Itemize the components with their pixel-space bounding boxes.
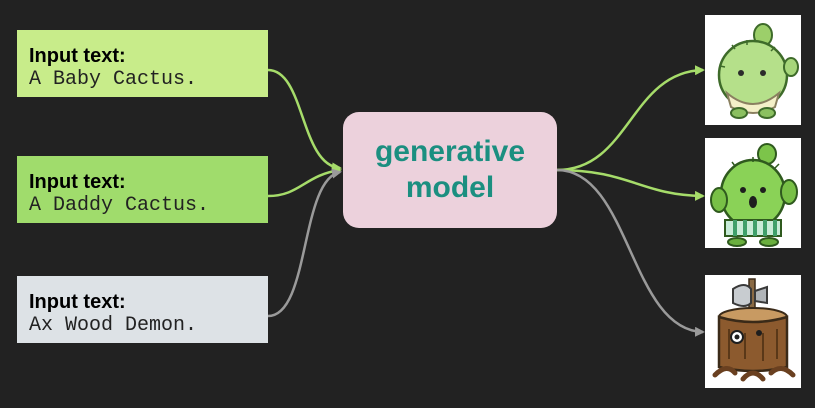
input-box-baby-cactus: Input text: A Baby Cactus. — [17, 30, 268, 97]
arrow-model-to-output1 — [556, 65, 705, 172]
output-image-daddy-cactus — [705, 138, 801, 248]
baby-cactus-sprite-icon — [705, 15, 801, 125]
input-label: Input text: — [29, 291, 126, 313]
model-label-line1: generative — [374, 135, 526, 168]
input-text: A Baby Cactus. — [29, 68, 198, 91]
output-image-ax-wood-demon — [705, 275, 801, 388]
arrow-input2-to-model — [267, 166, 342, 198]
model-label-line2: model — [405, 171, 495, 204]
output-image-baby-cactus — [705, 15, 801, 125]
input-text: A Daddy Cactus. — [29, 194, 210, 217]
input-box-daddy-cactus: Input text: A Daddy Cactus. — [17, 156, 268, 223]
input-label: Input text: — [29, 171, 126, 193]
arrow-model-to-output2 — [556, 168, 705, 201]
input-text: Ax Wood Demon. — [29, 314, 198, 337]
arrow-model-to-output3 — [556, 168, 705, 337]
wood-demon-sprite-icon — [705, 275, 801, 388]
model-label: generative model — [375, 134, 525, 206]
generative-model-box: generative model — [343, 112, 557, 228]
input-label: Input text: — [29, 45, 126, 67]
daddy-cactus-sprite-icon — [705, 138, 801, 248]
input-box-ax-wood-demon: Input text: Ax Wood Demon. — [17, 276, 268, 343]
arrow-input3-to-model — [267, 168, 342, 318]
arrow-input1-to-model — [267, 68, 342, 173]
